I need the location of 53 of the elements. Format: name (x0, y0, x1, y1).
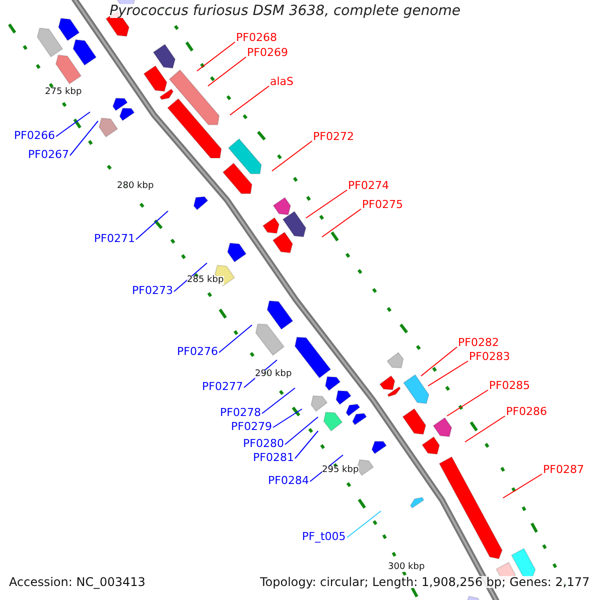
gene-label: PF0277 (202, 381, 243, 392)
leader-line (322, 208, 362, 238)
gene-label: PF_t005 (302, 531, 346, 542)
gene-label: PF0284 (268, 475, 309, 486)
leader-line (174, 262, 208, 292)
gene-label: PF0273 (132, 285, 173, 296)
leader-line (218, 324, 252, 353)
gene-label: PF0278 (220, 407, 261, 418)
leader-line (502, 474, 542, 498)
leader-line (446, 390, 488, 416)
position-label: 300 kbp (388, 563, 425, 572)
gene-label: PF0268 (236, 32, 277, 43)
leader-line (70, 120, 98, 156)
gene-label: PF0286 (506, 406, 547, 417)
leader-line (284, 416, 318, 445)
gene-label: PF0269 (247, 47, 288, 58)
leader-line (306, 190, 348, 218)
genome-summary-text: Topology: circular; Length: 1,908,256 bp; Genes: 2,177 (260, 576, 590, 588)
position-label: 285 kbp (187, 276, 224, 285)
leader-line (294, 430, 318, 459)
leader-line (464, 416, 506, 442)
leader-line (56, 112, 90, 137)
gene-label: PF0275 (362, 199, 403, 210)
leader-line (196, 42, 236, 72)
position-label: 295 kbp (322, 466, 359, 475)
position-label: 290 kbp (255, 370, 292, 379)
leader-line (208, 56, 246, 86)
accession-text: Accession: NC_003413 (9, 576, 146, 588)
leader-line (262, 388, 296, 414)
gene-label: PF0282 (458, 337, 499, 348)
position-label: 280 kbp (117, 182, 154, 191)
leader-line (272, 140, 312, 172)
gene-label: PF0271 (94, 233, 135, 244)
gene-label: PF0266 (14, 130, 55, 141)
gene-label: PF0272 (313, 131, 354, 142)
gene-label: PF0267 (28, 149, 69, 160)
gene-label: PF0281 (253, 452, 294, 463)
leader-line (230, 86, 270, 116)
gene-label: PF0285 (489, 380, 530, 391)
leader-line (346, 510, 382, 538)
leader-line (136, 210, 168, 240)
leader-line (420, 346, 458, 376)
leader-line (272, 408, 302, 428)
gene-label: PF0274 (348, 180, 389, 191)
gene-label: PF0279 (231, 421, 272, 432)
map-title: Pyrococcus furiosus DSM 3638, complete genome (110, 4, 461, 18)
position-label: 275 kbp (45, 88, 82, 97)
leader-line (428, 360, 468, 386)
gene-label: PF0283 (469, 351, 510, 362)
gene-label: PF0287 (543, 464, 584, 475)
gene-label: PF0280 (243, 438, 284, 449)
gene-label: alaS (270, 76, 294, 87)
gene-label: PF0276 (177, 346, 218, 357)
